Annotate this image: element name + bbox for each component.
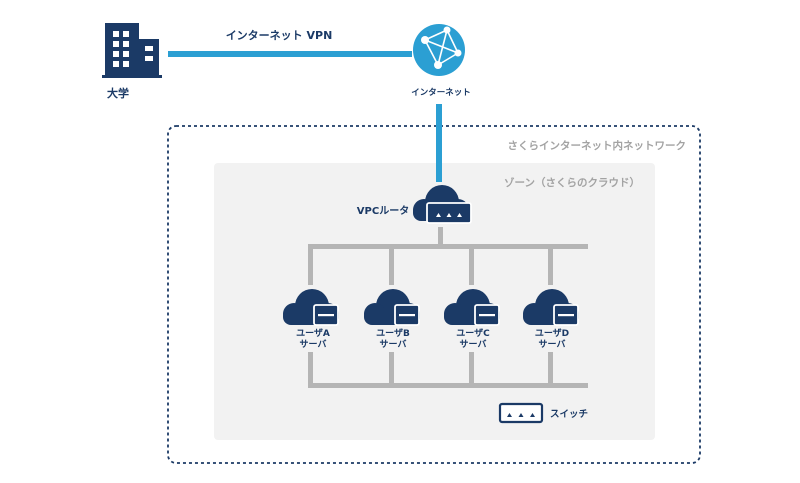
- university-label: 大学: [107, 86, 129, 100]
- internet-label: インターネット: [411, 87, 471, 98]
- sakura-network-boundary: [167, 125, 701, 464]
- vpc-router-cloud-icon: [413, 185, 472, 224]
- zone-label: ゾーン（さくらのクラウド）: [504, 176, 640, 189]
- switch-icon: [498, 402, 544, 424]
- server-a: ユーザA サーバ: [283, 247, 339, 385]
- server-d: ユーザD サーバ: [523, 247, 579, 385]
- server-c: ユーザC サーバ: [444, 247, 500, 385]
- server-a-type: サーバ: [300, 339, 327, 350]
- server-d-type: サーバ: [539, 339, 566, 350]
- server-c-type: サーバ: [460, 339, 487, 350]
- lower-switch-bus: [308, 383, 588, 388]
- switch-label: スイッチ: [550, 409, 588, 420]
- server-b: ユーザB サーバ: [364, 247, 420, 385]
- server-b-cloud-icon: [364, 289, 420, 326]
- server-b-type: サーバ: [380, 339, 407, 350]
- server-c-name: ユーザC: [456, 328, 490, 339]
- zone-area: [214, 163, 655, 440]
- vpn-label: インターネット VPN: [226, 29, 333, 42]
- server-a-name: ユーザA: [296, 328, 330, 339]
- sakura-network-label: さくらインターネット内ネットワーク: [508, 139, 687, 152]
- vpc-router-label: VPCルータ: [357, 205, 409, 217]
- router-bus-connector: [438, 227, 443, 246]
- server-d-cloud-icon: [523, 289, 579, 326]
- globe-icon: [413, 24, 465, 76]
- upper-network-bus: [308, 244, 588, 249]
- server-b-name: ユーザB: [376, 328, 410, 339]
- server-a-cloud-icon: [283, 289, 339, 326]
- vpn-link: [168, 51, 412, 57]
- internet-router-link: [436, 104, 442, 182]
- server-d-name: ユーザD: [535, 328, 569, 339]
- server-c-cloud-icon: [444, 289, 500, 326]
- building-icon: [102, 23, 162, 78]
